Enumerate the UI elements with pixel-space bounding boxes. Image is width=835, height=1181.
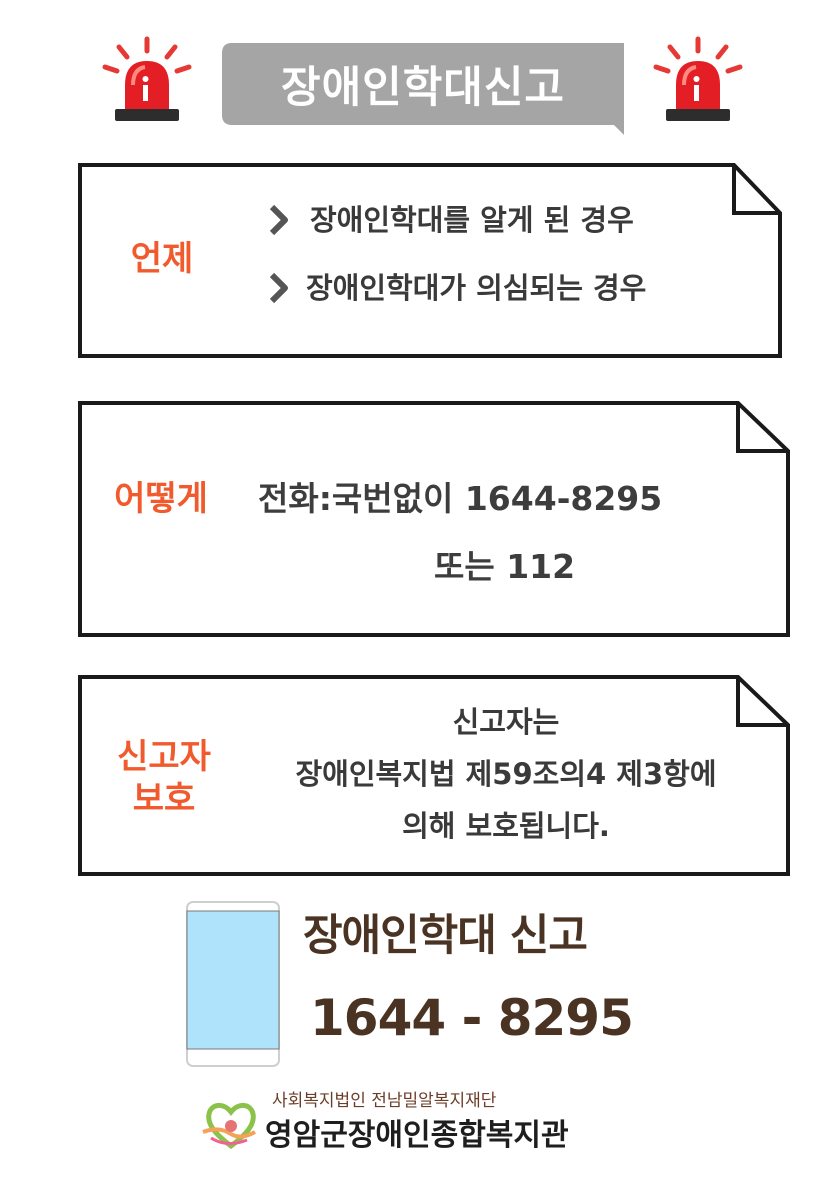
how-or-line: 또는 112 (434, 547, 576, 586)
protect-label-line1: 신고자 (117, 737, 211, 777)
heart-logo-icon (202, 1103, 256, 1150)
when-box: 언제 장애인학대를 알게 된 경우 장애인학대가 의심되는 경우 (78, 163, 782, 358)
chevron-right-icon (269, 204, 288, 236)
title-banner (222, 43, 624, 135)
protect-box: 신고자 보호 신고자는 장애인복지법 제59조의4 제3항에 의해 보호됩니다. (78, 675, 790, 876)
hotline-number: 1644 - 8295 (310, 989, 634, 1047)
hotline-title: 장애인학대 신고 (303, 911, 588, 961)
when-item-2: 장애인학대가 의심되는 경우 (306, 271, 647, 305)
page-title: 장애인학대신고 (281, 63, 565, 113)
when-label: 언제 (130, 239, 194, 279)
organization-subtitle: 사회복지법인 전남밀알복지재단 (272, 1091, 497, 1111)
when-item-1: 장애인학대를 알게 된 경우 (310, 203, 634, 237)
siren-icon-right (653, 36, 743, 121)
smartphone-icon (186, 901, 280, 1067)
protect-label-line2: 보호 (132, 779, 196, 819)
protect-line-3: 의해 보호됩니다. (402, 809, 610, 843)
how-box: 어떻게 전화:국번없이 1644-8295 또는 112 (78, 401, 790, 637)
chevron-right-icon (269, 272, 288, 304)
how-phone-line: 전화:국번없이 1644-8295 (258, 479, 663, 518)
organization-name: 영암군장애인종합복지관 (265, 1118, 569, 1153)
siren-icon-left (102, 36, 192, 121)
protect-line-1: 신고자는 (452, 705, 560, 739)
how-label: 어떻게 (114, 479, 208, 519)
protect-line-2: 장애인복지법 제59조의4 제3항에 (295, 757, 717, 791)
